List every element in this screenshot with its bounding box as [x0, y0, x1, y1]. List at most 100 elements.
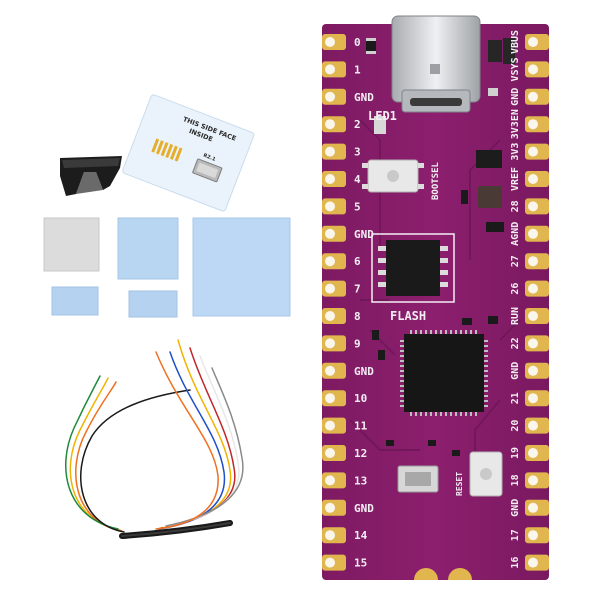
mcu-pin [484, 375, 488, 377]
mcu-pin [415, 412, 417, 416]
reset-button[interactable] [469, 451, 503, 497]
left-header-pads [322, 34, 346, 571]
right-pin-label: 22 [510, 337, 521, 349]
right-pin-label: 16 [510, 557, 521, 569]
mcu-pin [400, 350, 404, 352]
left-pad-3-hole [325, 119, 335, 130]
crystal-oscillator [397, 465, 439, 493]
left-pad-6-hole [325, 201, 335, 212]
right-pad-2-hole [528, 91, 538, 102]
card-chip-mark: R2.1 [202, 153, 217, 163]
left-pad-16-hole [325, 475, 335, 486]
left-pad-5-hole [325, 174, 335, 184]
right-pad-15-hole [528, 448, 538, 458]
mcu-pin [484, 350, 488, 352]
mcu-pin [400, 395, 404, 397]
mcu-pin [400, 340, 404, 342]
right-pin-label: GND [510, 88, 521, 106]
mcu-pin [475, 330, 477, 334]
mcu-pin [400, 365, 404, 367]
left-pin-label: 2 [354, 118, 361, 131]
mcu-pin [465, 330, 467, 334]
mcu-pin [484, 390, 488, 392]
mcu-pin [400, 405, 404, 407]
left-pin-label: GND [354, 91, 374, 104]
mcu-pin [475, 412, 477, 416]
mcu-pin [430, 412, 432, 416]
mcu-pin [440, 412, 442, 416]
left-pad-14-hole [325, 420, 335, 431]
thermal-pad-blue-small-1 [51, 286, 99, 316]
right-pin-label: GND [510, 499, 521, 517]
right-pad-17-hole [528, 502, 538, 513]
mcu-pin [484, 360, 488, 362]
left-pad-0-hole [325, 37, 335, 47]
mcu-pin [484, 395, 488, 397]
right-pad-9-hole [528, 283, 538, 294]
mcu-pin [484, 340, 488, 342]
left-pin-label: 3 [354, 146, 361, 159]
mcu-pin [400, 390, 404, 392]
sd-adapter-card: THIS SIDE FACE INSIDE R2.1 [122, 94, 255, 212]
left-pin-label: 13 [354, 474, 367, 487]
right-pin-label: RUN [510, 307, 521, 325]
mcu-pin [460, 330, 462, 334]
right-pad-11-hole [528, 338, 538, 349]
left-pad-4-hole [325, 146, 335, 157]
mcu-pin [435, 330, 437, 334]
right-pad-16-hole [528, 475, 538, 486]
right-pad-3-hole [528, 119, 538, 130]
left-pad-15-hole [325, 448, 335, 458]
mcu-pin [445, 330, 447, 334]
left-pin-label: 12 [354, 447, 367, 460]
mcu-pin [484, 370, 488, 372]
mcu-pin [400, 360, 404, 362]
right-pad-1-hole [528, 64, 538, 75]
left-pin-label: GND [354, 502, 374, 515]
main-mcu-chip [400, 330, 488, 416]
right-pad-12-hole [528, 365, 538, 376]
left-pad-1-hole [325, 64, 335, 75]
left-pad-18-hole [325, 530, 335, 541]
right-pad-13-hole [528, 393, 538, 404]
left-pad-8-hole [325, 256, 335, 267]
wire-harness [64, 339, 244, 539]
right-pad-10-hole [528, 311, 538, 321]
board-bottom-pads [414, 568, 472, 580]
mcu-pin [420, 330, 422, 334]
left-pad-13-hole [325, 393, 335, 404]
mcu-pin [400, 355, 404, 357]
mcu-pin [445, 412, 447, 416]
right-pin-label: 27 [510, 255, 521, 267]
mcu-pin [460, 412, 462, 416]
right-pin-label: 19 [510, 447, 521, 459]
left-pin-label: 0 [354, 36, 361, 49]
right-pin-label: 18 [510, 474, 521, 486]
mcu-pin [430, 330, 432, 334]
mcu-pin [484, 385, 488, 387]
left-pad-11-hole [325, 338, 335, 349]
bootsel-button[interactable] [362, 159, 424, 193]
mcu-pin [450, 412, 452, 416]
right-pin-labels: VBUSVSYSGND3V3EN3V3VREF28AGND2726RUN22GN… [510, 30, 521, 569]
microcontroller-board: LED1 BOOTSEL FLASH [322, 15, 549, 580]
left-pad-10-hole [325, 311, 335, 321]
right-pin-label: AGND [510, 222, 521, 246]
left-pin-label: 11 [354, 420, 368, 433]
left-pad-9-hole [325, 283, 335, 294]
left-pin-label: 8 [354, 310, 361, 323]
left-pad-17-hole [325, 502, 335, 513]
right-pin-label: 20 [510, 420, 521, 432]
left-pad-19-hole [325, 557, 335, 568]
mcu-pin [440, 330, 442, 334]
right-pin-label: VBUS [510, 30, 521, 54]
right-pad-18-hole [528, 530, 538, 541]
bootsel-label: BOOTSEL [431, 161, 441, 200]
thermal-pad-blue-large [192, 217, 291, 317]
mcu-pin [484, 400, 488, 402]
mcu-pin [435, 412, 437, 416]
right-pin-label: VSYS [510, 57, 521, 81]
right-header-pads [525, 34, 549, 571]
left-pad-7-hole [325, 228, 335, 239]
